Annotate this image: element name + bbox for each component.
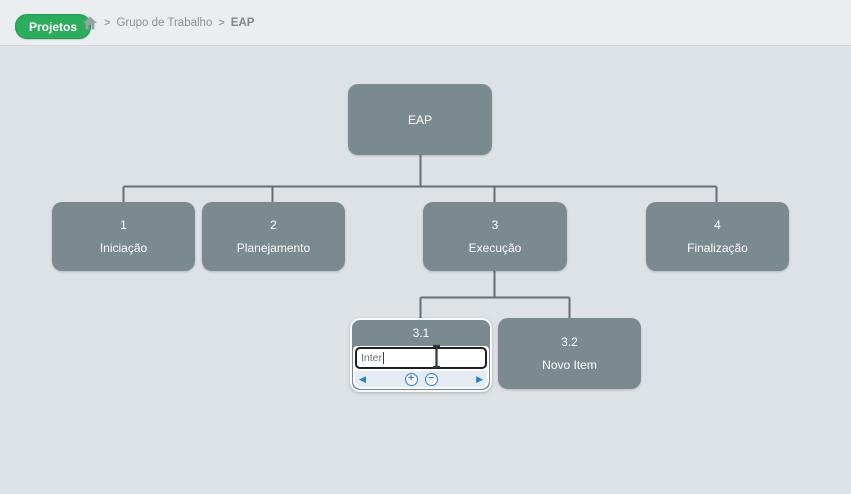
tree-node-3-2-novo-item[interactable]: 3.2 Novo Item: [498, 318, 641, 389]
node-number: 4: [714, 218, 721, 232]
tree-connector-lines: [122, 155, 718, 318]
tree-node-1-iniciacao[interactable]: 1 Iniciação: [52, 202, 195, 271]
tree-node-4-finalizacao[interactable]: 4 Finalização: [646, 202, 789, 271]
breadcrumb-item-grupo-de-trabalho[interactable]: Grupo de Trabalho: [116, 17, 213, 29]
add-left-sibling-icon[interactable]: ◀: [359, 373, 366, 384]
breadcrumb: > Grupo de Trabalho > EAP: [104, 0, 254, 46]
text-caret: [383, 352, 385, 364]
breadcrumb-separator-icon: >: [218, 17, 225, 29]
node-label: Iniciação: [99, 241, 148, 255]
add-child-icon[interactable]: +: [404, 372, 418, 386]
node-label: Planejamento: [236, 241, 311, 255]
node-number: 3: [491, 218, 499, 232]
home-icon[interactable]: [82, 15, 98, 31]
wbs-tree-canvas: EAP 1 Iniciação 2 Planejamento 3 Execuçã…: [0, 46, 851, 494]
node-edit-panel: Inter ◀ + − ▶: [353, 346, 489, 389]
projects-button[interactable]: Projetos: [15, 14, 92, 39]
node-number: 2: [270, 218, 277, 232]
node-number: 3.1: [412, 326, 430, 340]
tree-node-3-execucao[interactable]: 3 Execução: [423, 202, 567, 271]
node-label: EAP: [407, 112, 432, 127]
remove-node-icon[interactable]: −: [424, 372, 438, 386]
node-edit-toolbar: ◀ + − ▶: [355, 371, 487, 387]
tree-node-2-planejamento[interactable]: 2 Planejamento: [202, 202, 345, 271]
node-label: Finalização: [687, 241, 748, 255]
node-number: 3.2: [561, 335, 578, 349]
tree-node-eap-root[interactable]: EAP: [348, 84, 492, 155]
breadcrumb-separator-icon: >: [104, 17, 111, 29]
tree-node-3-1-editing[interactable]: 3.1 Inter ◀ + − ▶: [350, 318, 492, 392]
node-label: Execução: [468, 241, 522, 255]
header-bar: Projetos > Grupo de Trabalho > EAP: [0, 0, 851, 46]
node-title-input[interactable]: Inter: [355, 347, 487, 369]
breadcrumb-item-eap: EAP: [230, 17, 255, 29]
ibeam-mouse-cursor: [433, 344, 440, 369]
node-label: Novo Item: [542, 358, 597, 372]
node-number: 1: [120, 218, 127, 232]
node-title-input-value: Inter: [361, 352, 383, 364]
toolbar-center-group: + −: [404, 372, 438, 386]
add-right-sibling-icon[interactable]: ▶: [476, 373, 483, 384]
